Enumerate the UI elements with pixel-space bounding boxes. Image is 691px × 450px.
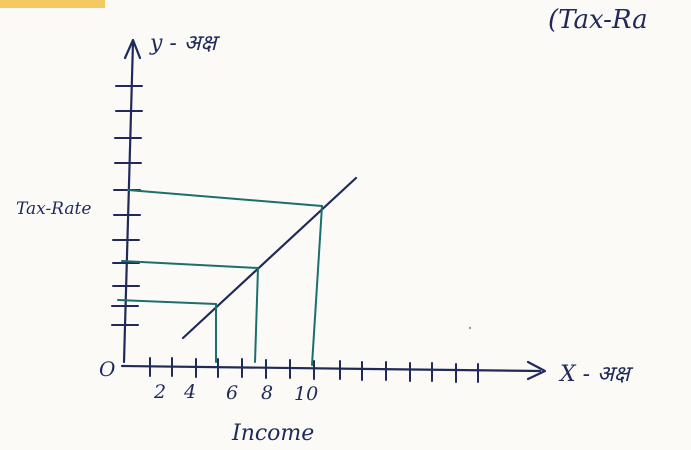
- y-axis-line: [122, 40, 135, 364]
- corner-text: (Tax-Ra: [548, 5, 648, 35]
- x-tick-label-6: 6: [226, 382, 238, 404]
- projection-guides: [117, 189, 323, 366]
- x-tick-label-10: 10: [294, 383, 318, 405]
- y-axis-label: y - अक्ष: [149, 31, 221, 56]
- guide-h-3: [127, 189, 323, 207]
- x-axis-ticks: [149, 357, 479, 383]
- guide-v-2: [254, 267, 259, 363]
- y-axis-arrow: [123, 38, 142, 60]
- guide-h-2: [121, 260, 259, 269]
- x-tick-label-4: 4: [183, 381, 196, 403]
- guide-v-3: [311, 205, 323, 366]
- highlighter-mark: [0, 0, 105, 8]
- tax-rate-line: [181, 176, 358, 340]
- origin-label: O: [99, 357, 115, 381]
- guide-h-1: [117, 299, 217, 305]
- x-axis-label: X - अक्ष: [558, 362, 634, 387]
- paper-speck: [468, 326, 472, 330]
- x-tick-label-8: 8: [261, 382, 273, 404]
- x-tick-labels: 2 4 6 8 10: [153, 381, 318, 405]
- y-tick-label-tax-rate: Tax-Rate: [16, 199, 91, 219]
- x-axis-title: Income: [231, 421, 314, 446]
- x-axis-line: [120, 364, 542, 373]
- x-tick-label-2: 2: [153, 381, 166, 403]
- x-axis-arrow: [526, 360, 547, 381]
